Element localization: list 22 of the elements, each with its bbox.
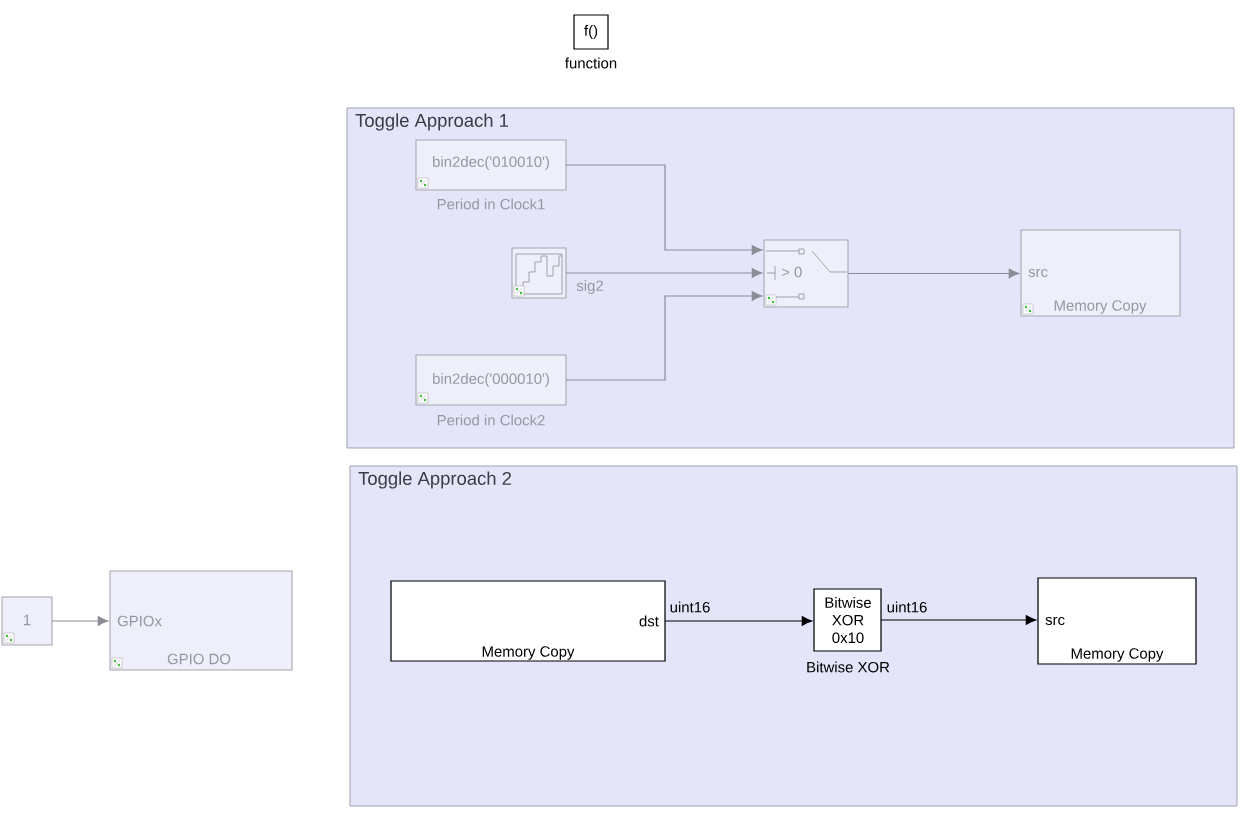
block: src Memory Copy (1037, 577, 1197, 665)
arrow (880, 615, 1037, 625)
block: f() (573, 14, 609, 50)
block-caption: Bitwise XOR (807, 661, 890, 673)
arrow (565, 164, 763, 255)
block: bin2dec('000010') (415, 354, 567, 406)
block: src Memory Copy (1020, 229, 1181, 317)
block: > 0 (763, 239, 849, 308)
edge-label: sig2 (574, 278, 606, 296)
arrow (664, 616, 813, 626)
arrow (847, 268, 1020, 279)
arrow (51, 616, 109, 626)
block-caption: function (565, 57, 617, 69)
arrow (565, 291, 763, 381)
arrow (565, 268, 763, 278)
block-caption: Period in Clock2 (437, 414, 545, 426)
block: bin2dec('010010') (415, 139, 567, 191)
block: dst Memory Copy (390, 580, 666, 662)
block: 1 (1, 596, 53, 646)
block: GPIOx GPIO DO (109, 570, 293, 671)
block-caption: Period in Clock1 (437, 198, 545, 210)
block: Bitwise XOR 0x10 (813, 588, 882, 652)
